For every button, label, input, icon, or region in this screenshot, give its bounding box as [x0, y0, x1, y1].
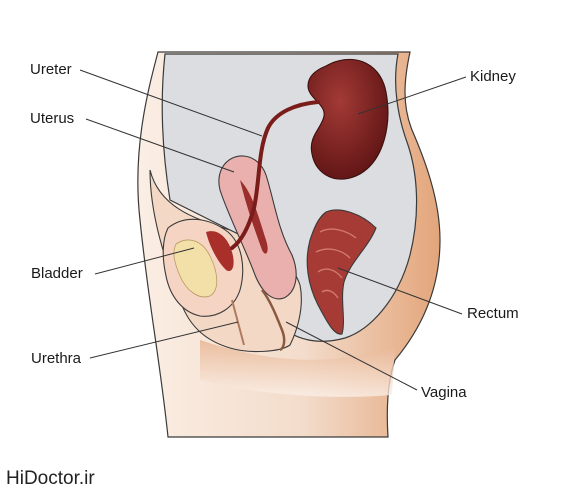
rectum-shape	[306, 209, 377, 335]
rectum-texture	[315, 228, 357, 299]
bladder-wall-red	[206, 231, 234, 272]
kidney-shape	[307, 58, 389, 180]
leader-line-bladder	[94, 247, 195, 275]
vagina-canal	[261, 289, 286, 352]
label-rectum: Rectum	[467, 305, 519, 322]
ureter-tube	[230, 100, 320, 250]
label-kidney: Kidney	[470, 68, 516, 85]
leader-line-uterus	[85, 118, 235, 173]
label-urethra: Urethra	[31, 350, 82, 367]
bladder-inner	[173, 239, 218, 298]
label-uterus: Uterus	[30, 110, 75, 127]
leader-line-vagina	[285, 321, 418, 391]
pelvic-floor-shading	[200, 340, 395, 397]
leader-line-ureter	[79, 69, 263, 137]
label-vagina: Vagina	[421, 384, 467, 401]
leader-line-kidney	[357, 76, 467, 115]
label-ureter: Ureter	[30, 61, 72, 78]
leader-line-urethra	[89, 321, 239, 359]
leader-line-rectum	[337, 267, 463, 315]
watermark-text: HiDoctor.ir	[6, 468, 95, 489]
label-bladder: Bladder	[31, 265, 83, 282]
uterine-cavity	[240, 180, 268, 254]
